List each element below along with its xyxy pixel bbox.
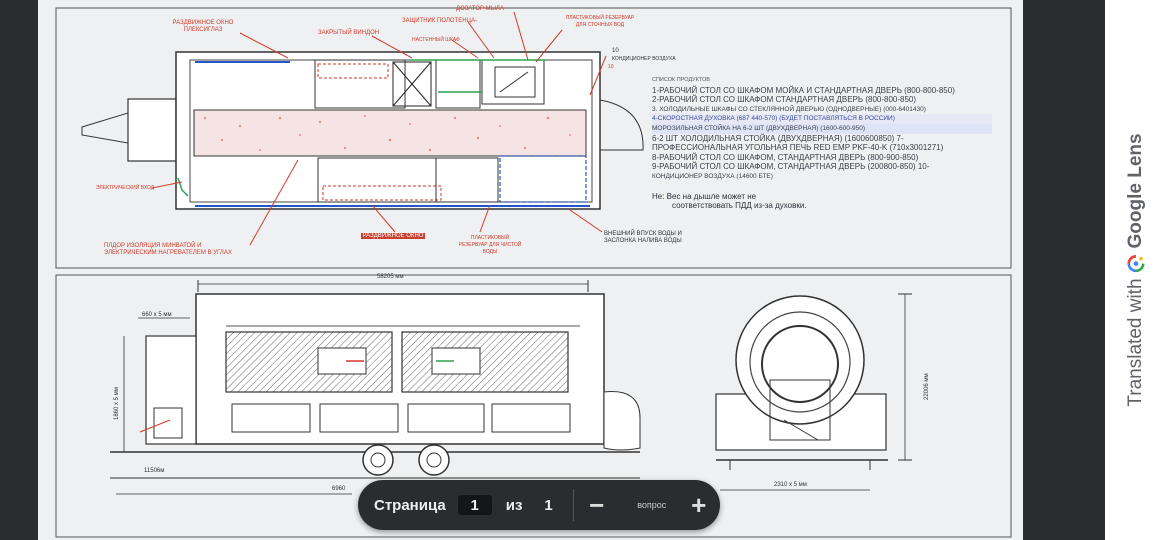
- page-of-label: из: [505, 496, 523, 514]
- label-clean-tank: ПЛАСТИКОВЫЙ РЕЗЕРВУАР ДЛЯ ЧИСТОЙ ВОДЫ: [458, 235, 522, 255]
- side-view: [110, 280, 641, 495]
- label-sliding-window-2-text: РАЗДВИЖНОЕ ОКНО: [360, 233, 426, 239]
- google-lens-icon: [1127, 254, 1145, 273]
- label-closed-window: ЗАКРЫТЫЙ ВИНДОН: [318, 30, 380, 36]
- dimension-length: 58205 мм: [377, 274, 404, 280]
- product-item: 2-РАБОЧИЙ СТОЛ СО ШКАФОМ СТАНДАРТНАЯ ДВЕ…: [652, 95, 917, 105]
- label-wall-cabinet: НАСТЕННЫЙ ШКАФ: [412, 37, 460, 43]
- zoom-label: вопрос: [637, 500, 667, 510]
- label-towel-holder: ЗАЩИТНИК ПОЛОТЕНЦА-: [402, 18, 477, 24]
- label-number-10: 10: [612, 48, 619, 54]
- dimension-bottom-left: 6960: [332, 486, 346, 492]
- zoom-out-button[interactable]: −: [589, 489, 605, 520]
- product-list-heading: СПИСОК ПРОДУКТОВ: [652, 77, 710, 83]
- page-total: 1: [544, 496, 553, 514]
- label-water-inlet: ВНЕШНИЙ ВПУСК ВОДЫ И ЗАСЛОНКА НАЛИВА ВОД…: [604, 231, 682, 244]
- label-sliding-window: РАЗДВИЖНОЕ ОКНО ПЛЕКСИГЛАЗ: [172, 20, 234, 33]
- label-conditioner: КОНДИЦИОНЕР ВОЗДУХА: [612, 56, 676, 62]
- dimension-left-small: 11506м: [144, 468, 165, 474]
- label-sliding-window-2: РАЗДВИЖНОЕ ОКНО: [358, 233, 428, 240]
- label-electric-input: ЭЛЕКТРИЧЕСКИЙ ВХОД: [96, 185, 155, 191]
- product-item: 8-РАБОЧИЙ СТОЛ СО ШКАФОМ, СТАНДАРТНАЯ ДВ…: [652, 152, 919, 162]
- monitor-screen: 10: [0, 0, 1105, 540]
- pager-divider: [572, 489, 574, 521]
- svg-text:10: 10: [608, 64, 614, 70]
- trailer-drawing: 10: [55, 7, 1012, 538]
- zoom-in-button[interactable]: +: [691, 489, 707, 520]
- dimension-top-left: 660 x 5 мм: [142, 312, 172, 318]
- product-item: МОРОЗИЛЬНАЯ СТОЙКА НА 6-2 ШТ (ДВУХДВЕРНА…: [652, 123, 992, 134]
- product-item: 4-СКОРОСТНАЯ ДУХОВКА (687 440-570) (БУДЕ…: [652, 114, 992, 124]
- lens-attribution: Translated with Google Lens: [1125, 133, 1147, 406]
- product-item: ПРОФЕССИОНАЛЬНАЯ УГОЛЬНАЯ ПЕЧЬ RED EMP P…: [652, 143, 944, 153]
- lens-prefix: Translated with: [1125, 278, 1146, 407]
- product-list: СПИСОК ПРОДУКТОВ 1-РАБОЧИЙ СТОЛ СО ШКАФО…: [652, 76, 992, 182]
- end-view: [715, 293, 912, 491]
- label-soap-dispenser: ДОЗАТОР МЫЛА: [456, 6, 504, 12]
- product-item: 9-РАБОЧИЙ СТОЛ СО ШКАФОМ, СТАНДАРТНАЯ ДВ…: [652, 162, 930, 172]
- label-waste-tank: ПЛАСТИКОВЫЙ РЕЗЕРВУАР ДЛЯ СТОЧНЫХ ВОД: [565, 15, 635, 28]
- note-line: Не: Вес на дышле может не: [652, 192, 757, 201]
- product-item: 3. ХОЛОДИЛЬНЫЕ ШКАФЫ СО СТЕКЛЯННОЙ ДВЕРЬ…: [652, 105, 926, 113]
- weight-note: Не: Вес на дышле может не соответствоват…: [652, 192, 807, 210]
- page-label: Страница: [374, 496, 446, 514]
- page-number-input[interactable]: 1: [457, 495, 492, 515]
- product-item: КОНДИЦИОНЕР ВОЗДУХА (14600 БТЕ): [652, 172, 773, 180]
- page-navigation-bar: Страница 1 из 1 − вопрос +: [358, 480, 720, 530]
- plan-view: 10: [81, 11, 644, 246]
- note-line: соответствовать ПДД из-за духовки.: [672, 201, 807, 210]
- dimension-width: 2310 x 5 мм: [774, 482, 807, 488]
- product-item: 1-РАБОЧИЙ СТОЛ СО ШКАФОМ МОЙКА И СТАНДАР…: [652, 85, 955, 95]
- dimension-left-vertical: 1860 x 5 мм: [114, 387, 120, 420]
- lens-brand: Google Lens: [1125, 133, 1146, 249]
- dimension-height: 22006 мм: [924, 373, 930, 400]
- product-item: 6-2 ШТ ХОЛОДИЛЬНАЯ СТОЙКА (ДВУХДВЕРНАЯ) …: [652, 133, 904, 143]
- label-insulation: ПЛДОР ИЗОЛЯЦИЯ МИНВАТОЙ И ЭЛЕКТРИЧЕСКИМ …: [104, 243, 232, 256]
